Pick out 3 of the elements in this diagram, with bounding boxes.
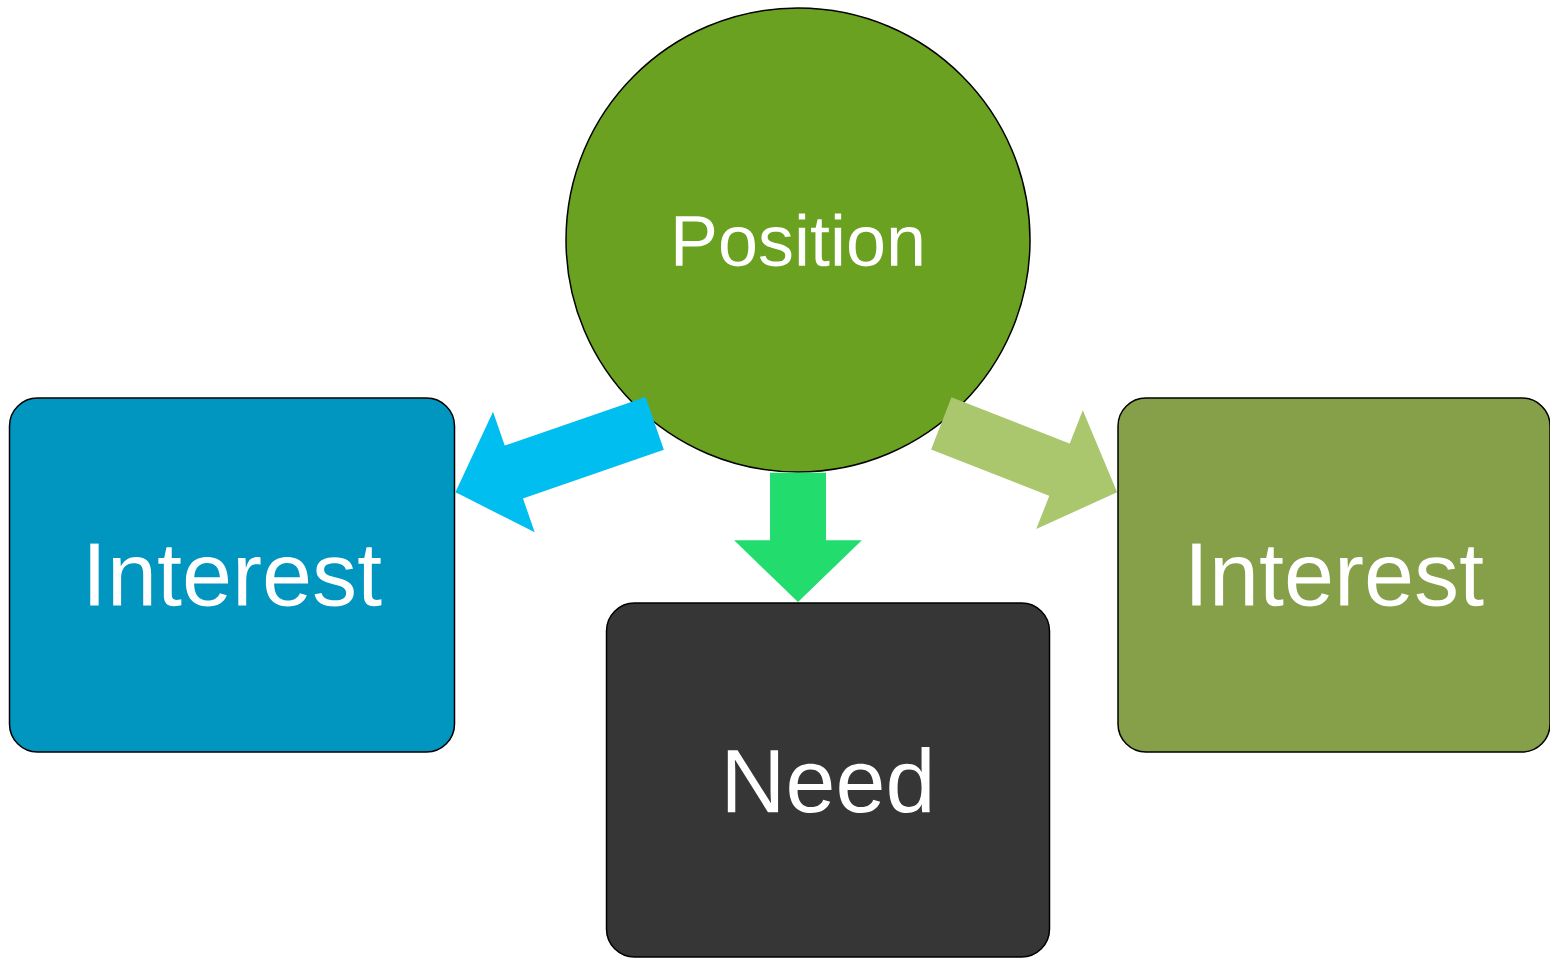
- interest-box: Interest: [1117, 397, 1550, 753]
- interest-box: Interest: [8, 397, 456, 753]
- need-box: Need: [605, 602, 1051, 958]
